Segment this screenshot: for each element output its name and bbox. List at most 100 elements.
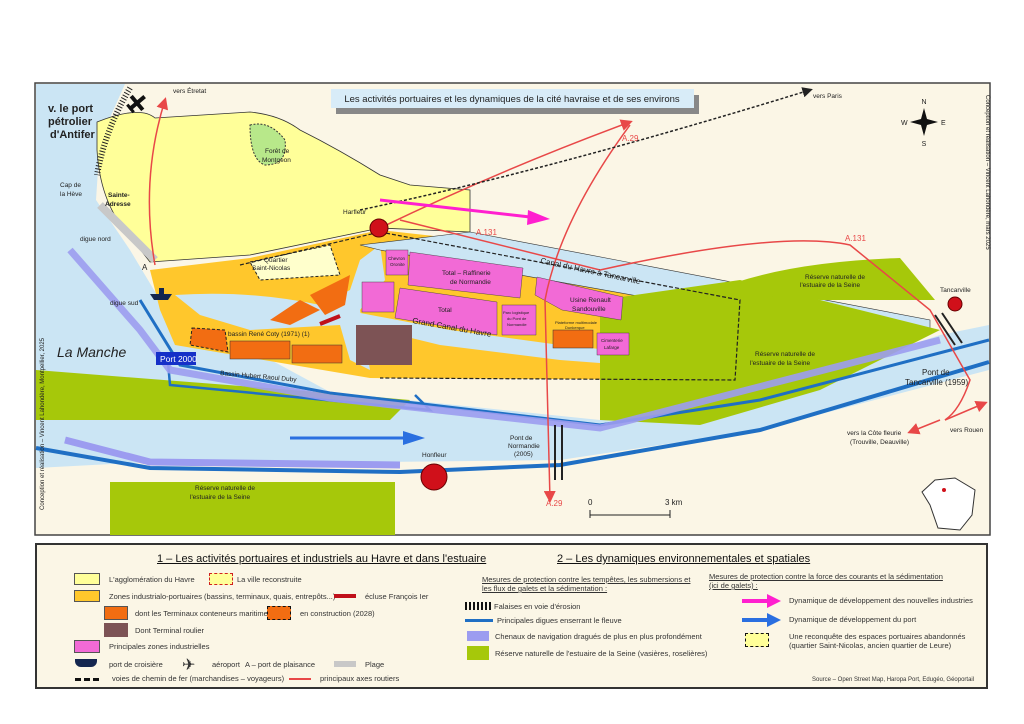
- tancarville-dot: [947, 296, 963, 312]
- swatch-plage: [334, 661, 356, 667]
- foret-montgeon: [249, 123, 286, 166]
- label-antifer: pétrolier: [48, 116, 93, 128]
- label-a131: A.131: [476, 228, 497, 237]
- label-reserve-s: l'estuaire de la Seine: [190, 494, 251, 501]
- compass-w: W: [901, 120, 908, 127]
- legend-agglo: L'agglomération du Havre: [109, 575, 195, 584]
- label-a29-north: A.29: [622, 134, 639, 143]
- inner-basins: [175, 245, 385, 370]
- usine-renault: [534, 276, 624, 321]
- label-antifer: v. le port: [48, 103, 93, 115]
- france-inset: [921, 477, 976, 531]
- label-pont-normandie: Normandie: [508, 443, 540, 450]
- road-a131: [399, 219, 971, 421]
- industry-zone: [361, 281, 395, 313]
- swatch-chemin-fer: [75, 678, 99, 681]
- label-port2000: Port 2000: [160, 354, 197, 364]
- legend-source: Source – Open Street Map, Haropa Port, E…: [812, 677, 975, 683]
- terminal: [229, 340, 291, 360]
- label-parc-logistique: du Pont de: [507, 316, 527, 321]
- legend-zones-industrielles: Principales zones industrielles: [109, 642, 210, 651]
- label-honfleur: Honfleur: [422, 452, 447, 459]
- legend-ville-reconstruite: La ville reconstruite: [237, 575, 302, 584]
- terminal: [291, 344, 343, 364]
- compass-s: S: [922, 141, 927, 148]
- road-a29-south: [543, 124, 631, 503]
- swatch-zones-industrielles: [74, 640, 100, 653]
- legend-dyn-port: Dynamique de développement du port: [789, 615, 917, 624]
- swatch-reserve: [467, 646, 489, 660]
- label-reserve-ne: l'estuaire de la Seine: [800, 282, 861, 289]
- label-digue-sud: digue sud: [110, 300, 139, 307]
- road-etretat: [148, 97, 169, 266]
- label-foret: Montgeon: [262, 157, 291, 164]
- legend-mesures2: Mesures de protection contre la force de…: [709, 572, 943, 590]
- label-port-plaisance: A: [142, 263, 148, 272]
- scale-bar: [589, 510, 671, 518]
- legend-plaisance: A – port de plaisance: [245, 660, 316, 669]
- legend-reconquete: Une reconquête des espaces portuaires ab…: [789, 632, 966, 650]
- falaises-icon: [94, 86, 133, 176]
- swatch-ville-reconstruite: [209, 573, 233, 585]
- scale-3km: 3 km: [665, 498, 683, 507]
- label-total-raffinerie: de Normandie: [450, 279, 491, 286]
- label-pont-tancarville: Tancarville (1959): [905, 378, 968, 387]
- label-parc-logistique: Normandie: [507, 322, 527, 327]
- legend-roulier: Dont Terminal roulier: [135, 626, 205, 635]
- label-total-raffinerie: Total – Raffinerie: [442, 270, 491, 277]
- compass-n: N: [921, 99, 926, 106]
- legend-section2-title: 2 – Les dynamiques environnementales et …: [557, 553, 811, 565]
- legend-aeroport: aéroport: [212, 660, 240, 669]
- legend-zones-industrialo: Zones industrialo-portuaires (bassins, t…: [109, 592, 336, 601]
- quartier-saint-nicolas: [249, 244, 341, 281]
- scale-0: 0: [588, 498, 593, 507]
- legend-chenaux: Chenaux de navigation dragués de plus en…: [495, 632, 702, 641]
- legend-routes: principaux axes routiers: [320, 674, 400, 683]
- magenta-arrow-icon: [742, 599, 768, 603]
- label-vers-etretat: vers Étretat: [173, 86, 206, 95]
- reserve-south: [110, 482, 395, 535]
- label-cimenterie: Lafarge: [604, 345, 620, 350]
- arrow-developpement-port: [290, 431, 425, 445]
- cimenterie-lafarge: [596, 332, 630, 356]
- chevron-oronite: [385, 249, 409, 276]
- ecluse-francois-ier: [319, 314, 341, 326]
- label-total: Total: [438, 307, 452, 314]
- legend: 1 – Les activités portuaires et industri…: [35, 543, 988, 689]
- legend-falaises: Falaises en voie d'érosion: [494, 602, 581, 611]
- legend-dyn-indus: Dynamique de développement des nouvelles…: [789, 596, 973, 605]
- pont-tancarville: [934, 312, 963, 346]
- grand-canal: [355, 312, 665, 368]
- label-sainte-adresse: Adresse: [105, 201, 131, 208]
- railway: [239, 231, 741, 381]
- label-quartier: Quartier: [264, 257, 288, 264]
- legend-digues: Principales digues enserrant le fleuve: [497, 616, 622, 625]
- blue-arrow-icon: [742, 618, 768, 622]
- label-antifer: d'Antifer: [50, 129, 95, 141]
- legend-reserve: Réserve naturelle de l'estuaire de la Se…: [495, 649, 708, 658]
- terminal: [310, 275, 350, 315]
- label-chevron: Oronite: [390, 262, 405, 267]
- blue-arrowhead-icon: [767, 613, 781, 627]
- label-reserve-mid: Réserve naturelle de: [755, 351, 815, 358]
- harfleur-dot: [369, 218, 389, 238]
- plateforme-multimodale: [552, 329, 594, 349]
- label-tancarville: Tancarville: [940, 287, 971, 294]
- label-reserve-mid: l'estuaire de la Seine: [750, 360, 811, 367]
- pont-normandie: [554, 425, 563, 480]
- label-vers-rouen: vers Rouen: [950, 427, 984, 434]
- legend-ecluse: écluse François Ier: [365, 592, 429, 601]
- legend-chemin-fer: voies de chemin de fer (marchandises – v…: [112, 674, 285, 683]
- label-sainte-adresse: Sainte-: [108, 192, 130, 199]
- label-renault: Usine Renault: [570, 297, 611, 304]
- cruise-ship-icon: [75, 659, 97, 667]
- estuary-water: [36, 84, 989, 468]
- label-chevron: Chevron: [388, 256, 406, 261]
- reserve-west: [36, 370, 410, 420]
- label-vers-cote: (Trouville, Deauville): [850, 439, 909, 446]
- swatch-falaises: [465, 602, 491, 610]
- legend-en-construction: en construction (2028): [300, 609, 375, 618]
- road-rouen: [944, 400, 988, 421]
- reserve-mid: [600, 280, 940, 425]
- swatch-reconquete: [745, 633, 769, 647]
